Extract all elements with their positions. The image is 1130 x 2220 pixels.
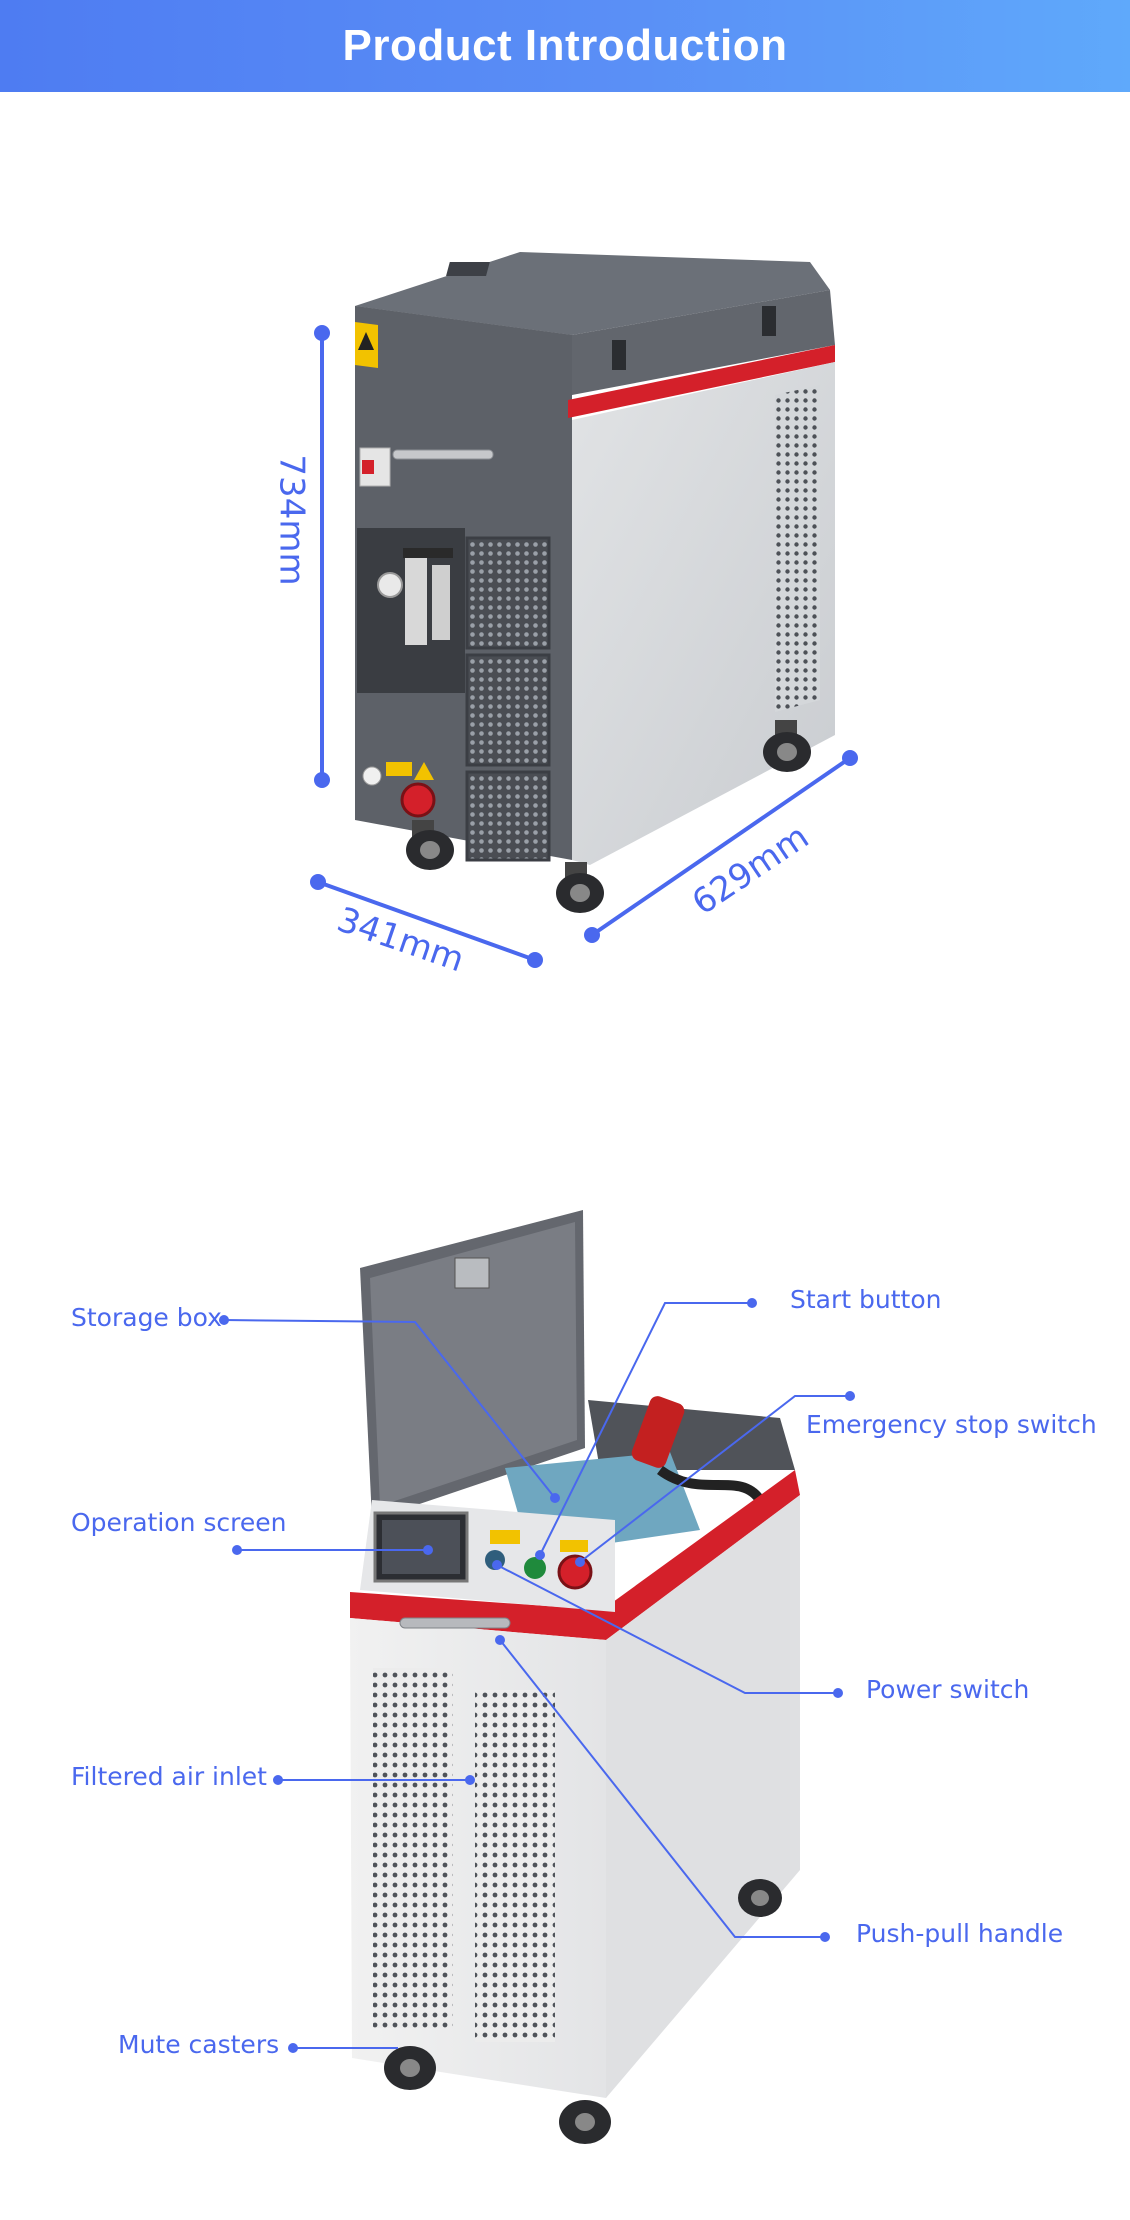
- caster: [406, 820, 454, 870]
- callout-power-switch: Power switch: [866, 1675, 1030, 1704]
- mute-casters-leader: [288, 2043, 398, 2053]
- machine-dimension-illustration: [310, 252, 858, 968]
- callout-filtered-air-inlet: Filtered air inlet: [71, 1762, 267, 1791]
- width-dimension-line: [310, 874, 543, 968]
- caster: [559, 2100, 611, 2144]
- callout-mute-casters: Mute casters: [118, 2030, 280, 2059]
- start-button-leader: [535, 1298, 757, 1560]
- header-banner: Product Introduction: [0, 0, 1130, 92]
- caster: [384, 2046, 436, 2090]
- operation-screen-leader: [232, 1545, 433, 1555]
- push-pull-handle-leader: [495, 1635, 830, 1942]
- open-machine: [350, 1210, 800, 2144]
- callout-start-button: Start button: [790, 1285, 942, 1314]
- callout-push-pull-handle: Push-pull handle: [856, 1919, 1064, 1948]
- callout-operation-screen: Operation screen: [71, 1508, 287, 1537]
- callout-emergency-stop-switch: Emergency stop switch: [806, 1410, 1097, 1439]
- depth-dimension-line: [584, 750, 858, 943]
- storage-box-leader: [219, 1315, 560, 1503]
- compact-machine: [355, 252, 835, 913]
- callout-storage-box: Storage box: [71, 1303, 222, 1332]
- page-title: Product Introduction: [342, 21, 788, 70]
- caster: [556, 862, 604, 913]
- filtered-air-inlet-leader: [273, 1775, 475, 1785]
- emergency-stop-leader: [575, 1391, 855, 1567]
- height-dimension-line: [314, 325, 330, 788]
- power-switch-leader: [492, 1560, 843, 1698]
- caster: [738, 1879, 782, 1917]
- caster: [763, 720, 811, 772]
